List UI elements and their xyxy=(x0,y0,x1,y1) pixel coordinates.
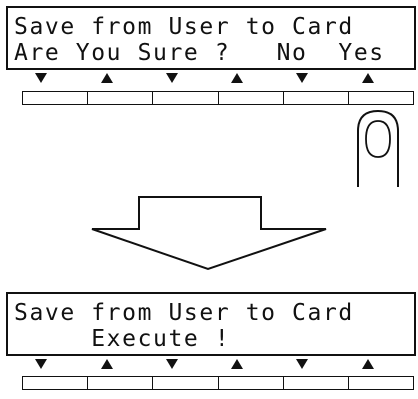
soft-key-5[interactable] xyxy=(283,91,348,105)
soft-key-1[interactable] xyxy=(22,376,87,390)
soft-key-4[interactable] xyxy=(218,376,283,390)
soft-key-3[interactable] xyxy=(152,91,217,105)
soft-key-2[interactable] xyxy=(87,376,152,390)
lcd-line-2: Are You Sure ? No Yes xyxy=(14,42,385,65)
down-arrow-icon xyxy=(166,73,178,83)
soft-key-6[interactable] xyxy=(348,376,414,390)
soft-key-2[interactable] xyxy=(87,91,152,105)
soft-key-6-yes[interactable] xyxy=(348,91,414,105)
soft-key-row-top xyxy=(22,91,414,105)
down-arrow-icon xyxy=(296,73,308,83)
down-arrow-icon xyxy=(296,359,308,369)
soft-key-4[interactable] xyxy=(218,91,283,105)
up-arrow-icon xyxy=(231,359,243,369)
up-arrow-icon xyxy=(231,73,243,83)
soft-key-arrows-bottom xyxy=(6,357,416,373)
down-arrow-icon xyxy=(35,73,47,83)
finger-press-icon xyxy=(354,109,414,189)
down-arrow-icon xyxy=(166,359,178,369)
soft-key-row-bottom xyxy=(22,376,414,390)
lcd-line-1: Save from User to Card xyxy=(14,302,354,325)
lcd-line-2: Execute ! xyxy=(14,328,230,351)
lcd-display-top: Save from User to Card Are You Sure ? No… xyxy=(6,6,416,70)
up-arrow-icon xyxy=(101,73,113,83)
soft-key-5[interactable] xyxy=(283,376,348,390)
soft-key-3[interactable] xyxy=(152,376,217,390)
up-arrow-icon xyxy=(101,359,113,369)
transition-arrow-icon xyxy=(90,195,330,271)
soft-key-arrows-top xyxy=(6,71,416,87)
soft-key-1[interactable] xyxy=(22,91,87,105)
down-arrow-icon xyxy=(35,359,47,369)
up-arrow-icon xyxy=(362,73,374,83)
lcd-display-bottom: Save from User to Card Execute ! xyxy=(6,292,416,356)
up-arrow-icon xyxy=(362,359,374,369)
lcd-line-1: Save from User to Card xyxy=(14,16,354,39)
